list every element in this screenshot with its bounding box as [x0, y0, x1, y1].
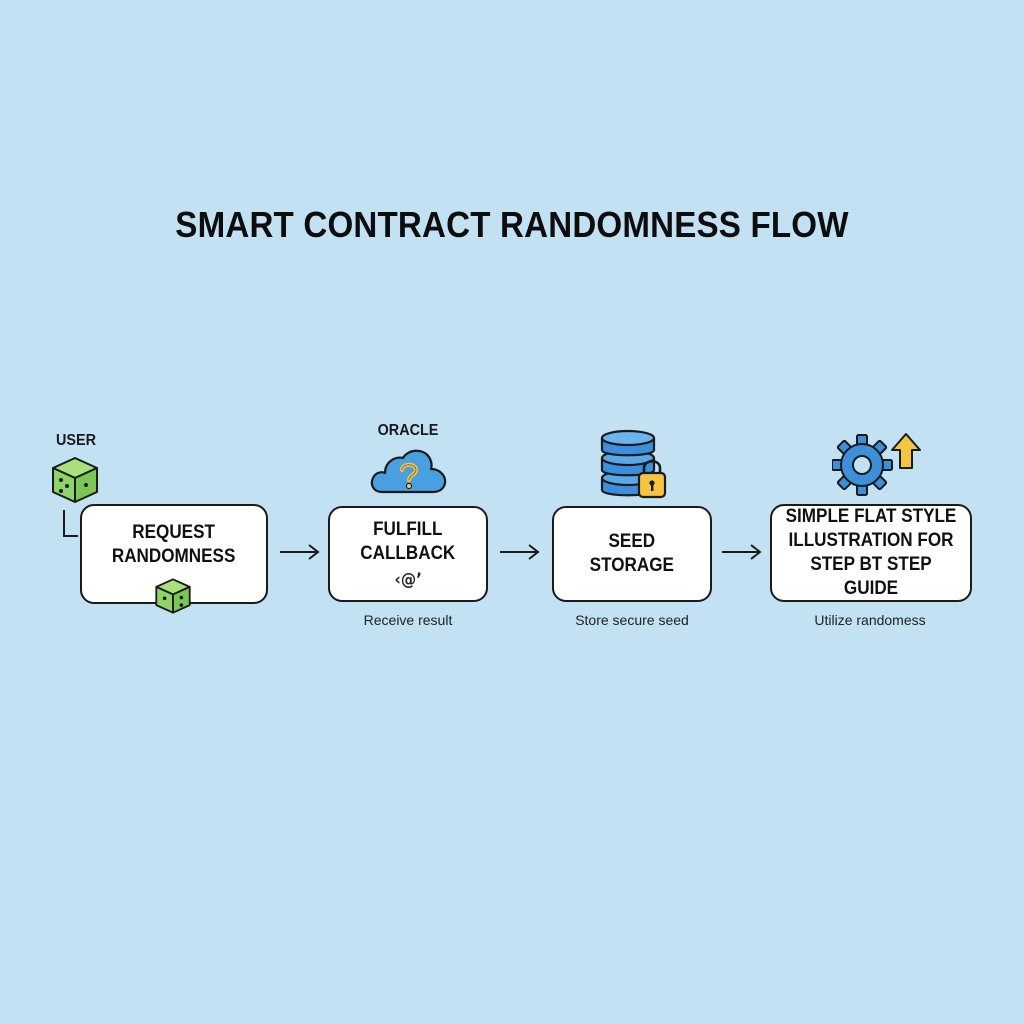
- step-caption: Store secure seed: [575, 612, 689, 628]
- dice-cube-icon: [155, 578, 191, 614]
- step-seed-storage: SEED STORAGE: [552, 506, 712, 602]
- database-lock-icon: [600, 429, 667, 499]
- step-label: SEED STORAGE: [589, 531, 675, 576]
- gear-up-arrow-icon: [832, 433, 921, 496]
- step-utilize: SIMPLE FLAT STYLE ILLUSTRATION FOR STEP …: [770, 504, 972, 602]
- step-caption: Utilize randomess: [814, 612, 926, 628]
- flow-arrow: [500, 544, 540, 560]
- cloud-question-icon: [370, 449, 447, 494]
- user-connector-line: [63, 510, 78, 537]
- step-fulfill-callback: FULFILL CALLBACK ‹@’: [328, 506, 488, 602]
- step-caption: Receive result: [363, 612, 453, 628]
- diagram-title: SMART CONTRACT RANDOMNESS FLOW: [175, 204, 849, 245]
- step-label: SIMPLE FLAT STYLE ILLUSTRATION FOR STEP …: [785, 506, 957, 599]
- dice-cube-icon: [52, 457, 98, 503]
- flow-arrow: [280, 544, 320, 560]
- step-label: FULFILL CALLBACK: [360, 519, 456, 564]
- oracle-label: ORACLE: [377, 422, 439, 439]
- user-label: USER: [55, 432, 96, 449]
- callback-glyph: ‹@’: [394, 570, 422, 590]
- step-label: REQUEST RANDOMNESS: [112, 522, 236, 567]
- flow-arrow: [722, 544, 762, 560]
